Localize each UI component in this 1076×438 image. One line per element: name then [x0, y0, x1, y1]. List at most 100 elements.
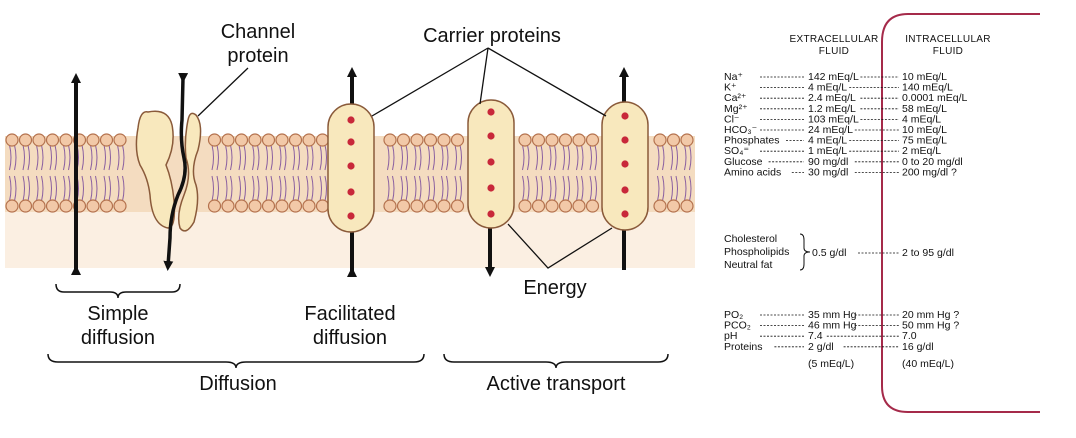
fluid-composition-panel: EXTRACELLULAR FLUID INTRACELLULAR FLUID …: [724, 13, 1040, 413]
row-intra-value: 140 mEq/L: [902, 82, 953, 94]
lipid-tail: [36, 144, 39, 171]
lipid-head: [396, 199, 411, 213]
lipid-tail: [522, 175, 525, 202]
diffusion-brace: [47, 353, 425, 369]
lipid-head: [207, 133, 222, 147]
lipid-tail: [549, 175, 552, 202]
intracellular-border: [881, 13, 1040, 413]
lipid-tail: [562, 144, 565, 171]
lipid-tail: [27, 175, 30, 202]
lipid-tail: [554, 144, 557, 171]
extracellular-header-line2: FLUID: [819, 46, 849, 57]
lipid-tail: [675, 144, 678, 171]
carrier-pointer-lines: [371, 47, 607, 117]
lipid-head: [207, 199, 222, 213]
lipid-head: [572, 199, 586, 213]
lipid-head: [221, 133, 235, 147]
lipid-head: [113, 199, 127, 213]
lipid-head: [86, 133, 100, 147]
lipid-head: [410, 133, 424, 147]
lipid-tail: [257, 144, 260, 171]
lipid-group: Cholesterol Phospholipids Neutral fat 0.…: [724, 233, 954, 271]
lipid-tail: [117, 175, 120, 202]
protein-equiv-intra: (40 mEq/L): [902, 358, 954, 370]
lipid-head: [18, 199, 33, 213]
lipid-tail: [95, 144, 98, 171]
lipid-head: [531, 199, 546, 213]
lipid-tail: [9, 144, 12, 171]
lipid-tail: [81, 144, 84, 171]
simple-diffusion-brace: [55, 283, 181, 299]
lipid-tail: [689, 144, 692, 171]
lipid-head: [545, 133, 559, 147]
row-extra-value: 4 mEq/L: [808, 82, 847, 94]
row-name: Ca²⁺: [724, 92, 747, 104]
lipid-head: [383, 133, 397, 147]
binding-site-dot: [621, 186, 629, 194]
row-intra-value: 10 mEq/L: [902, 71, 947, 83]
lipid-head: [275, 133, 289, 147]
lipid-tail: [68, 175, 71, 202]
lipid-tail: [311, 144, 314, 171]
lipid-brace: [799, 233, 811, 271]
facilitated-diffusion-label-line2: diffusion: [313, 327, 387, 349]
lipid-head: [410, 199, 424, 213]
lipid-head: [437, 133, 451, 147]
binding-site-dot: [347, 212, 355, 220]
lipid-tail: [103, 175, 106, 202]
lipid-tail: [454, 144, 457, 171]
row-name: Cl⁻: [724, 113, 740, 125]
lipid-tail: [279, 144, 282, 171]
lipid-tail: [527, 144, 530, 171]
lipid-tail: [49, 175, 52, 202]
lipid-tail: [306, 144, 309, 171]
binding-site-dot: [347, 162, 355, 170]
lipid-tail: [684, 144, 687, 171]
row-intra-value: 0 to 20 mg/dl: [902, 156, 963, 168]
lipid-head: [248, 199, 262, 213]
lipid-tail: [63, 175, 66, 202]
row-intra-value: 10 mEq/L: [902, 124, 947, 136]
lipid-name-neutral-fat: Neutral fat: [724, 259, 773, 271]
lipid-tail: [265, 175, 268, 202]
lipid-tail: [441, 144, 444, 171]
intracellular-header-line1: INTRACELLULAR: [905, 34, 991, 45]
lipid-tail: [292, 175, 295, 202]
row-extra-value: 2.4 mEq/L: [808, 92, 856, 104]
lipid-head: [45, 199, 60, 213]
lipid-head: [261, 133, 276, 147]
binding-site-dot: [487, 210, 495, 218]
lipid-head: [666, 133, 681, 147]
lipid-tail: [535, 144, 538, 171]
lipid-tail: [108, 175, 111, 202]
lipid-head: [450, 133, 465, 147]
binding-site-dot: [487, 132, 495, 140]
lipid-tail: [427, 175, 430, 202]
lipid-tail: [284, 144, 287, 171]
lipid-tail: [216, 144, 219, 171]
lipid-tail: [670, 175, 673, 202]
carrier-proteins-label: Carrier proteins: [423, 25, 561, 47]
extracellular-header-line1: EXTRACELLULAR: [790, 34, 879, 45]
lipid-tail: [22, 175, 25, 202]
lipid-head: [585, 199, 600, 213]
lipid-tail: [392, 144, 395, 171]
lipid-head: [113, 133, 127, 147]
carrier-binding-sites: [347, 108, 629, 220]
lipid-tail: [54, 144, 57, 171]
lipid-head: [518, 133, 532, 147]
lipid-tail: [270, 144, 273, 171]
lipid-tail: [441, 175, 444, 202]
lipid-tail: [459, 175, 462, 202]
lipid-tail: [324, 175, 327, 202]
row-name: PCO₂: [724, 320, 751, 332]
simple-diffusion-label-line1: Simple: [87, 303, 148, 325]
lipid-tail: [243, 175, 246, 202]
